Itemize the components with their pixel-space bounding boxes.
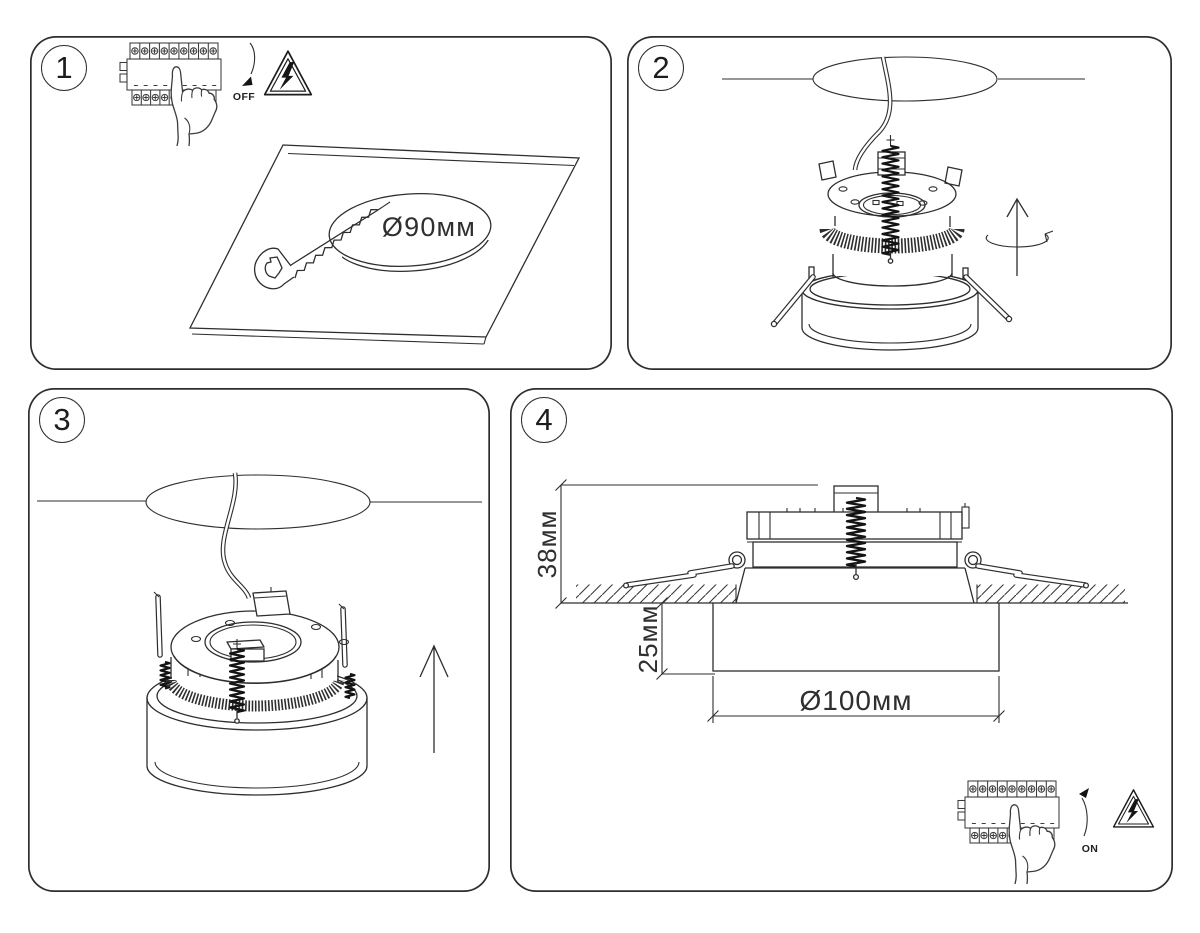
on-label: ON [1082, 843, 1099, 855]
circuit-breaker-icon [119, 42, 222, 147]
breaker-panel-off-icon: OFF [119, 42, 313, 147]
visible-depth-label: 25мм [633, 605, 663, 674]
keyhole-saw-icon [253, 201, 391, 290]
step-2-panel: 2 [627, 36, 1172, 370]
step-4-illustration: 38мм 25мм Ø100мм [532, 479, 1155, 885]
off-arrowhead [242, 76, 253, 86]
ceiling-section [561, 584, 1128, 604]
up-arrow-icon [1006, 197, 1029, 276]
spring-clips [153, 591, 356, 700]
recess-height-label: 38мм [532, 510, 562, 579]
dimension-lines: 38мм 25мм Ø100мм [532, 479, 1005, 723]
step-number-badge: 2 [638, 45, 684, 91]
cutout-diameter-label: Ø90мм [382, 212, 476, 242]
on-arrowhead [1079, 788, 1089, 798]
adjustment-spring [881, 135, 900, 264]
circuit-breaker-icon [957, 780, 1060, 885]
off-label: OFF [233, 91, 255, 103]
step-3-panel: 3 [28, 388, 490, 892]
trim-diameter-label: Ø100мм [800, 685, 913, 716]
step-2-number: 2 [652, 50, 670, 85]
spring-clips [622, 563, 1090, 589]
power-cable [852, 56, 893, 171]
cutout-hole: Ø90мм [328, 192, 492, 272]
step-number-badge: 4 [521, 397, 567, 443]
power-cable [220, 472, 252, 599]
step-1-illustration: OFF Ø90мм [119, 42, 581, 345]
adjustment-spring [845, 496, 867, 581]
step-1-number: 1 [55, 50, 73, 85]
step-2-illustration [722, 56, 1085, 351]
spring-clips [770, 266, 1013, 328]
adjustment-spring [228, 639, 246, 724]
on-arrow-icon [1081, 797, 1088, 837]
rotate-arrow-icon [985, 230, 1054, 248]
fixture-ring [165, 587, 350, 712]
high-voltage-warning-icon [263, 50, 313, 96]
step-3-illustration [37, 472, 482, 796]
step-4-number: 4 [535, 402, 553, 437]
step-3-number: 3 [53, 402, 71, 437]
ceiling-hole-outline [722, 56, 1085, 102]
step-4-panel: 4 38мм 25мм Ø100мм [510, 388, 1173, 892]
ceiling-tile [188, 144, 581, 345]
ceiling-hole-outline [37, 474, 482, 530]
step-number-badge: 1 [41, 45, 87, 91]
trim-ring [801, 270, 979, 351]
off-arrow-icon [249, 42, 256, 75]
up-arrow-icon [419, 644, 449, 753]
breaker-panel-on-icon: ON [957, 780, 1155, 885]
step-number-badge: 3 [39, 397, 85, 443]
step-1-panel: 1 OFF Ø90мм [30, 36, 612, 370]
high-voltage-warning-icon [1112, 789, 1155, 828]
